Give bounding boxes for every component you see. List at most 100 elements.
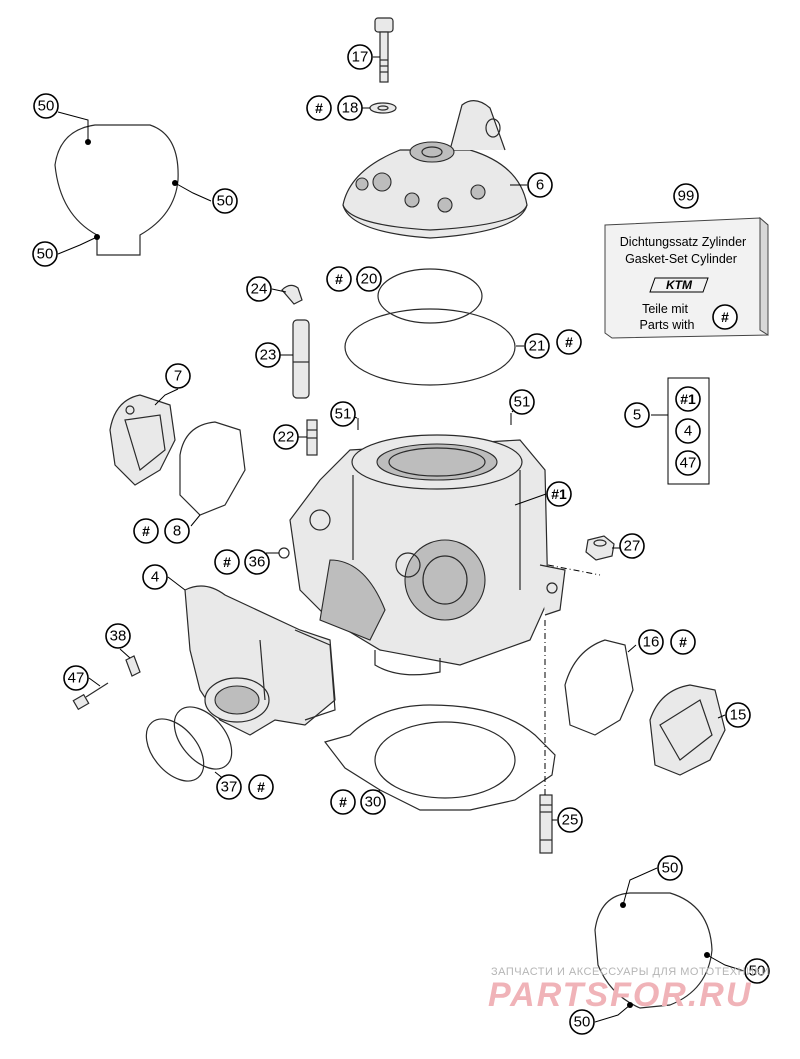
svg-text:KTM: KTM (666, 278, 693, 292)
svg-text:37: 37 (221, 779, 238, 796)
callout-99: 99 (673, 183, 699, 209)
intake-manifold (184, 585, 336, 736)
svg-text:22: 22 (278, 429, 295, 446)
svg-text:5: 5 (633, 407, 641, 424)
svg-text:36: 36 (249, 554, 266, 571)
callout-16: 16 (638, 629, 664, 655)
callout-20-hash: # (326, 266, 352, 292)
callout-4: 4 (142, 564, 168, 590)
callout-37-hash: # (248, 774, 274, 800)
gasket-kit-label: Dichtungssatz Zylinder Gasket-Set Cylind… (620, 235, 746, 332)
callout-1-cylinder: #1 (546, 481, 572, 507)
svg-text:50: 50 (37, 246, 54, 263)
stud (539, 794, 553, 854)
callout-21: 21 (524, 333, 550, 359)
clamp-plate (125, 655, 141, 677)
callout-50-right: 50 (212, 188, 238, 214)
svg-text:23: 23 (260, 347, 277, 364)
callout-21-hash: # (556, 329, 582, 355)
callout-50-bottom: 50 (32, 241, 58, 267)
svg-text:16: 16 (643, 634, 660, 651)
side-cover-gasket (564, 639, 634, 736)
callout-50-lower-top: 50 (657, 855, 683, 881)
svg-text:25: 25 (562, 812, 579, 829)
callout-36-hash: # (214, 549, 240, 575)
svg-text:#: # (223, 554, 231, 570)
svg-text:17: 17 (352, 49, 369, 66)
callout-50-lower-right: 50 (744, 958, 770, 984)
callout-30-hash: # (330, 789, 356, 815)
callout-18: 18 (337, 95, 363, 121)
svg-text:47: 47 (680, 455, 697, 472)
svg-text:7: 7 (174, 368, 182, 385)
callout-5-item-4: 4 (675, 418, 701, 444)
svg-text:51: 51 (514, 394, 531, 411)
callout-15: 15 (725, 702, 751, 728)
cylinder-head-bolt (374, 17, 394, 83)
intake-o-ring-a (173, 706, 233, 770)
callout-20: 20 (356, 266, 382, 292)
svg-text:20: 20 (361, 271, 378, 288)
callout-5-item-1: #1 (675, 386, 701, 412)
callout-8: 8 (164, 518, 190, 544)
svg-text:#: # (142, 523, 150, 539)
svg-text:#: # (679, 634, 687, 650)
water-pump-cover-outline (54, 124, 179, 256)
callout-8-hash: # (133, 518, 159, 544)
svg-text:4: 4 (684, 423, 692, 440)
gasket-kit-parts-en: Parts with (640, 318, 695, 332)
svg-text:50: 50 (662, 860, 679, 877)
washer (369, 102, 397, 114)
callout-51-right: 51 (509, 389, 535, 415)
callout-25: 25 (557, 807, 583, 833)
gasket-kit-parts-de: Teile mit (642, 302, 688, 316)
callout-51-left: 51 (330, 401, 356, 427)
exhaust-control-cover (109, 394, 176, 486)
hose-assembly (281, 284, 318, 456)
svg-text:#: # (721, 309, 729, 325)
gasket-kit-hash-symbol: # (712, 304, 738, 330)
watermark: ЗАПЧАСТИ И АКСЕССУАРЫ ДЛЯ МОТОТЕХНИКИ PA… (488, 966, 770, 1014)
svg-text:50: 50 (38, 98, 55, 115)
exhaust-cover-gasket (179, 421, 246, 516)
svg-text:#1: #1 (680, 391, 696, 407)
cylinder-base-gasket (323, 704, 556, 811)
svg-text:27: 27 (624, 538, 641, 555)
side-cover (649, 684, 726, 776)
callout-5-item-47: 47 (675, 450, 701, 476)
svg-text:6: 6 (536, 177, 544, 194)
callout-22: 22 (273, 424, 299, 450)
svg-text:#: # (315, 100, 323, 116)
cylinder (289, 434, 566, 676)
svg-text:30: 30 (365, 794, 382, 811)
callout-17: 17 (347, 44, 373, 70)
callout-36: 36 (244, 549, 270, 575)
callout-38: 38 (105, 623, 131, 649)
cylinder-head (342, 100, 528, 239)
svg-text:50: 50 (574, 1014, 591, 1031)
screw (72, 682, 109, 711)
svg-text:50: 50 (217, 193, 234, 210)
svg-text:15: 15 (730, 707, 747, 724)
callout-27: 27 (619, 533, 645, 559)
callout-6: 6 (527, 172, 553, 198)
gasket-kit-title-de: Dichtungssatz Zylinder (620, 235, 746, 249)
callout-16-hash: # (670, 629, 696, 655)
watermark-brand: PARTSFOR.RU (488, 976, 752, 1014)
svg-text:#: # (257, 779, 265, 795)
svg-text:38: 38 (110, 628, 127, 645)
svg-text:4: 4 (151, 569, 159, 586)
svg-text:50: 50 (749, 963, 766, 980)
svg-text:#1: #1 (551, 486, 567, 502)
small-o-ring (278, 547, 290, 559)
svg-text:18: 18 (342, 100, 359, 117)
callout-24: 24 (246, 276, 272, 302)
callout-18-hash: # (306, 95, 332, 121)
watermark-tagline: ЗАПЧАСТИ И АКСЕССУАРЫ ДЛЯ МОТОТЕХНИКИ (491, 966, 770, 978)
svg-text:#: # (565, 334, 573, 350)
intake-o-ring-b (145, 718, 205, 782)
callout-50-top: 50 (33, 93, 59, 119)
callout-37: 37 (216, 774, 242, 800)
callout-30: 30 (360, 789, 386, 815)
